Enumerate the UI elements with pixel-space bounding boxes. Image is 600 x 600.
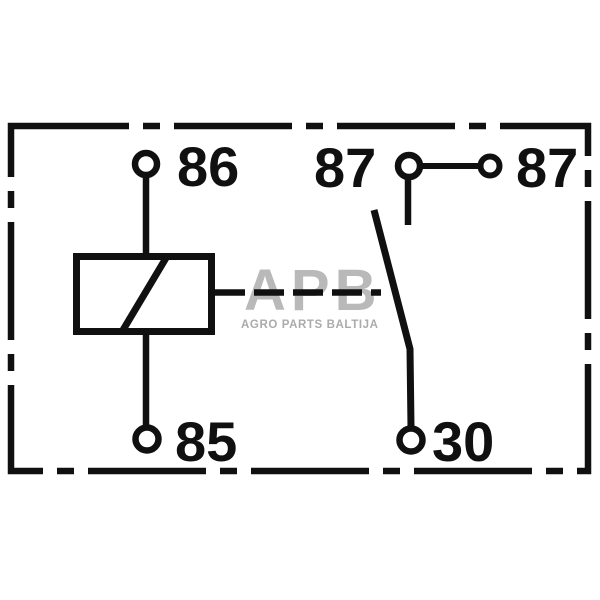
terminal-86-label: 86: [177, 135, 239, 198]
terminal-87-label: 87: [314, 136, 376, 199]
terminal-87b-label: 87: [516, 136, 578, 199]
switch-blade: [370, 209, 415, 428]
terminal-87-circle: [394, 151, 424, 181]
terminal-30-circle: [396, 425, 426, 455]
terminal-85-circle: [132, 424, 162, 454]
relay-housing-outline: [7, 122, 592, 475]
watermark-tagline: AGRO PARTS BALTIJA: [241, 319, 379, 331]
terminal-85-label: 85: [175, 410, 237, 473]
terminal-86-circle: [131, 149, 161, 179]
terminal-30-label: 30: [432, 410, 494, 473]
coil-symbol-diagonal: [119, 256, 170, 332]
terminal-87b-circle: [477, 153, 503, 179]
coil-symbol-box: [73, 253, 215, 335]
